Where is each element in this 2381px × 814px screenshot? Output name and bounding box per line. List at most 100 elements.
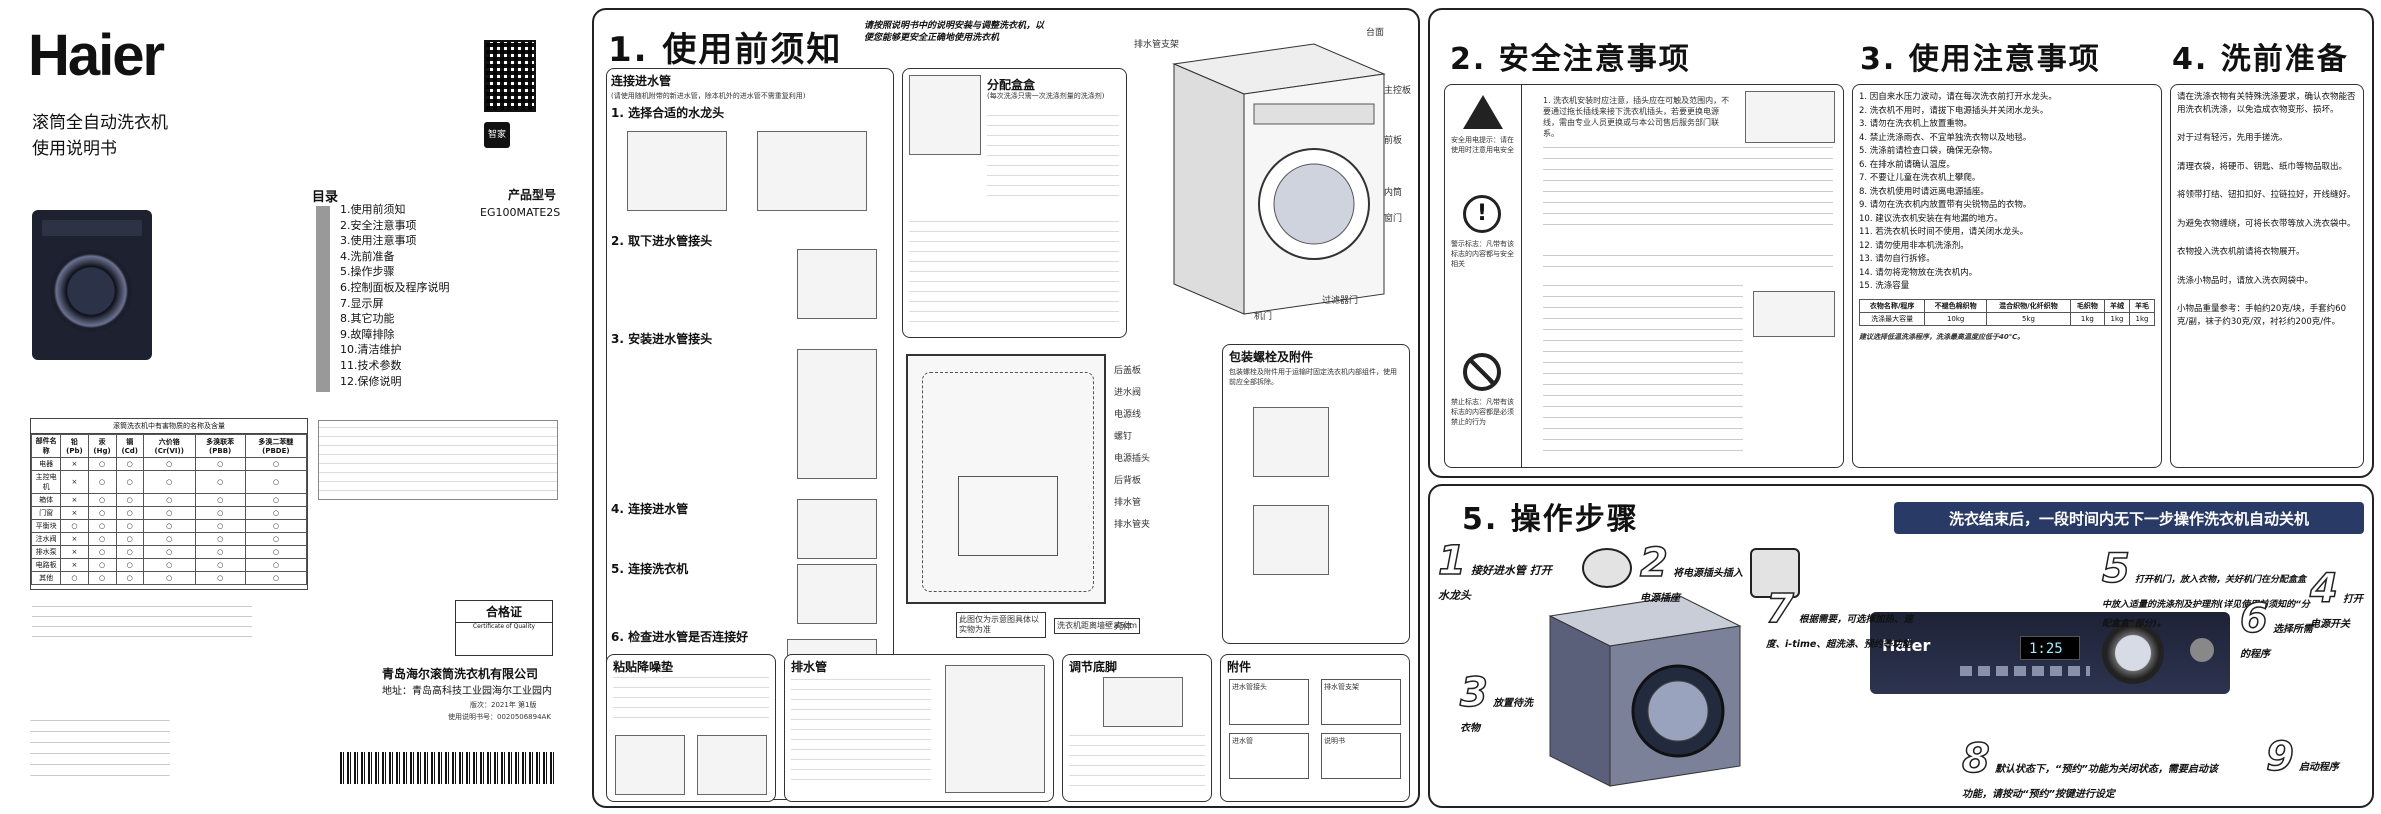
- hazard-cell: ○: [115, 571, 144, 585]
- socket-icon: [1750, 548, 1800, 598]
- part-label-front: 前板: [1384, 136, 1403, 146]
- hazard-cell: ○: [142, 470, 196, 494]
- prep-list: 请在洗涤衣物有关特殊洗涤要求，确认衣物能否用洗衣机洗涤，以免造成衣物变形、损坏。…: [2177, 91, 2357, 328]
- step-text: 放置待洗衣物: [1460, 698, 1533, 734]
- step-4: 4. 连接进水管: [611, 502, 689, 516]
- acc-item: 说明书: [1321, 733, 1401, 779]
- toc-item[interactable]: 3.使用注意事项: [340, 234, 417, 248]
- toc-item[interactable]: 11.技术参数: [340, 358, 402, 372]
- section1-panel: 1. 使用前须知 请按照说明书中的说明安装与调整洗衣机，以便您能够更安全正确地使…: [592, 8, 1420, 808]
- hazard-cell: ○: [142, 558, 196, 572]
- part-label-door: 机门: [1254, 312, 1273, 322]
- version-text: 版次：2021年 第1版: [470, 701, 537, 709]
- hazard-cell: 平衡块: [30, 519, 62, 533]
- cap-cell: 10kg: [1924, 311, 1988, 326]
- step-4-label: 4 打开电源开关: [2309, 565, 2370, 631]
- foot-section: 调节底脚: [1062, 654, 1212, 802]
- noise-pad-section: 粘贴降噪垫: [606, 654, 776, 802]
- toc-item[interactable]: 8.其它功能: [340, 312, 395, 326]
- hazard-cell: ○: [115, 493, 144, 507]
- hazard-cell: ○: [142, 493, 196, 507]
- step-text: 选择所需的程序: [2240, 624, 2313, 660]
- toc-item[interactable]: 6.控制面板及程序说明: [340, 280, 450, 294]
- cover-title: 滚筒全自动洗衣机: [32, 113, 168, 133]
- hazard-cell: ○: [87, 545, 117, 559]
- toc-item[interactable]: 2.安全注意事项: [340, 218, 417, 232]
- prohibit-icon: [1463, 353, 1501, 391]
- toc-side-bar: [316, 206, 330, 392]
- toc-item[interactable]: 4.洗前准备: [340, 249, 395, 263]
- hazard-cell: ○: [60, 571, 89, 585]
- tap-sketch: [627, 131, 727, 211]
- safety-body-lines: [1543, 145, 1833, 235]
- back-part-labels: 后盖板 进水阀 电源线 螺钉 电源插头 后背板 排水管 排水管夹 壳体: [1114, 360, 1150, 638]
- section1-note: 请按照说明书中的说明安装与调整洗衣机，以便您能够更安全正确地使用洗衣机: [864, 21, 1045, 43]
- barcode: [340, 752, 554, 784]
- function-buttons[interactable]: [1960, 666, 2090, 676]
- step-6-label: 6 选择所需的程序: [2239, 595, 2320, 661]
- step-7-label: 7 根据需要，可选择加热、速度、i-time、超洗涤、预约等功能: [1765, 585, 1916, 651]
- cap-head: 混合织物/化纤织物: [1986, 298, 2071, 313]
- part-label-filter: 过滤器门: [1322, 296, 1359, 306]
- tap-wrong-sketch: [757, 131, 867, 211]
- hazard-cell: ○: [87, 519, 117, 533]
- step-2-label: 2 将电源插头插入电源插座: [1639, 539, 1750, 605]
- hazard-cell: ○: [194, 506, 246, 520]
- joint-sketch: [797, 249, 877, 319]
- hazard-cell: 箱体: [30, 493, 62, 507]
- toc-item[interactable]: 5.操作步骤: [340, 265, 395, 279]
- fire-sketch: [1753, 291, 1835, 337]
- usage-item: 11. 若洗衣机长时间不使用，请关闭水龙头。: [1859, 227, 2029, 237]
- company-name: 青岛海尔滚筒洗衣机有限公司: [382, 667, 539, 681]
- hazard-cell: ○: [194, 558, 246, 572]
- safety-body: 1. 洗衣机安装时应注意，插头应在可触及范围内，不要通过拖长插线来接下洗衣机插头…: [1543, 96, 1730, 138]
- hazard-cell: ○: [244, 545, 308, 559]
- toc-item[interactable]: 9.故障排除: [340, 327, 395, 341]
- hazard-cell: ○: [87, 457, 117, 471]
- toc-item[interactable]: 10.清洁维护: [340, 343, 402, 357]
- prep-item: 为避免衣物缠绕，可将长衣带等放入洗衣袋中。: [2177, 218, 2356, 229]
- cap-head: 衣物名称/程序: [1858, 298, 1926, 313]
- hazard-head: 铅(Pb): [60, 434, 89, 458]
- qr-code: [484, 40, 536, 112]
- hazard-head: 镉(Cd): [115, 434, 144, 458]
- hazard-cell: ○: [194, 457, 246, 471]
- hazard-cell: ○: [244, 558, 308, 572]
- hazard-head: 部件名称: [30, 434, 62, 458]
- step-text: 打开机门，放入衣物，关好机门在分配盒盒中放入适量的洗涤剂及护理剂(详见使用前须知…: [2102, 575, 2310, 629]
- step-number: 7: [1765, 585, 1794, 633]
- table-row: 门窗×○○○○○: [30, 506, 308, 520]
- company-address: 地址：青岛高科技工业园海尔工业园内: [382, 686, 552, 697]
- hazard-cell: 电器: [30, 457, 62, 471]
- hazard-head: 六价铬(Cr(VI)): [142, 434, 196, 458]
- washer-back-diagram: [906, 354, 1106, 604]
- acc-title: 附件: [1227, 660, 1252, 674]
- sections-2-4-panel: 2. 安全注意事项 3. 使用注意事项 4. 洗前准备 安全用电提示：请在使用时…: [1428, 8, 2374, 478]
- hazard-cell: ○: [244, 506, 308, 520]
- panel-brand: Haier: [1882, 636, 1931, 655]
- acc-item: 进水管接头: [1229, 679, 1309, 725]
- toc-item[interactable]: 12.保修说明: [340, 374, 402, 388]
- section2-title: 2. 安全注意事项: [1450, 42, 1691, 77]
- auto-off-banner: 洗衣结束后，一段时间内无下一步操作洗衣机自动关机: [1894, 502, 2364, 534]
- table-row: 平衡块○○○○○○: [30, 519, 308, 533]
- cap-head: 羊绒: [2103, 298, 2130, 313]
- bolt-sketch-1: [1253, 407, 1329, 477]
- toc-item[interactable]: 7.显示屏: [340, 296, 384, 310]
- hazard-cell: 其他: [30, 571, 62, 585]
- toc-item[interactable]: 1.使用前须知: [340, 203, 406, 216]
- drain-sketch: [945, 665, 1045, 793]
- prep-item: 衣物投入洗衣机前请将衣物展开。: [2177, 247, 2305, 257]
- usage-item: 2. 洗衣机不用时，请拔下电源插头并关闭水龙头。: [1859, 105, 2049, 116]
- distance-note: 洗衣机距离墙壁≥5cm: [1054, 618, 1140, 634]
- hazard-head: 多溴联苯(PBB): [194, 434, 246, 458]
- hazard-cell: ○: [115, 519, 144, 533]
- prep-item: 洗涤小物品时，请放入洗衣网袋中。: [2177, 275, 2314, 286]
- part-label-drain: 排水管: [1114, 498, 1142, 508]
- install-joint-sketch: [797, 349, 877, 479]
- power-button[interactable]: [2190, 638, 2214, 662]
- size-note: 此图仅为示意图具体以实物为准: [956, 612, 1046, 638]
- step-number: 5: [2101, 545, 2130, 593]
- program-knob[interactable]: [2102, 622, 2164, 684]
- display-value: 1:25: [2029, 641, 2063, 657]
